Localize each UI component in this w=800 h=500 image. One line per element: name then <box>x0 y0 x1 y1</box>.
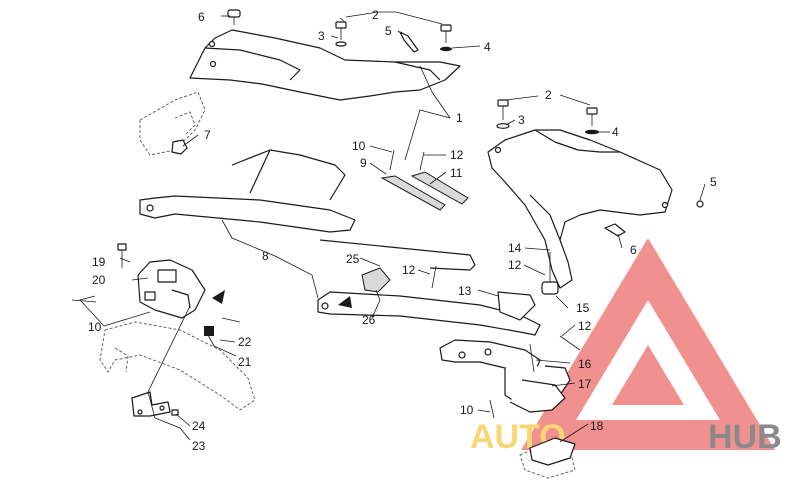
right-lower-bracket <box>439 291 576 479</box>
hardware-items <box>117 9 704 419</box>
callout-10: 10 <box>460 403 474 417</box>
callout-10: 10 <box>88 320 102 334</box>
callout-19: 19 <box>92 255 106 269</box>
callout-24: 24 <box>192 419 206 433</box>
callout-7: 7 <box>204 128 211 142</box>
trim-strips <box>380 171 469 211</box>
callout-2: 2 <box>372 8 379 22</box>
callout-25: 25 <box>346 252 360 266</box>
callout-6: 6 <box>630 243 637 257</box>
callout-10: 10 <box>352 139 366 153</box>
callout-8: 8 <box>262 249 269 263</box>
bolt-2-left <box>335 21 347 29</box>
callout-5: 5 <box>385 24 392 38</box>
watermark-text-hub: HUB <box>708 418 782 456</box>
callout-9: 9 <box>360 156 367 170</box>
callout-12: 12 <box>578 319 592 333</box>
right-fairing-panel <box>487 129 673 289</box>
callout-16: 16 <box>578 357 592 371</box>
callout-26: 26 <box>362 313 376 327</box>
callout-15: 15 <box>576 301 590 315</box>
callout-21: 21 <box>238 355 252 369</box>
callout-11: 11 <box>450 166 463 180</box>
callout-13: 13 <box>458 284 472 298</box>
callout-3: 3 <box>318 29 325 43</box>
callout-12: 12 <box>508 258 522 272</box>
watermark-triangle-core <box>612 345 684 405</box>
lower-rail-assembly <box>139 149 356 233</box>
callout-3: 3 <box>518 113 525 127</box>
callout-23: 23 <box>192 439 206 453</box>
left-bracket-plate <box>99 259 256 417</box>
callout-5: 5 <box>710 175 717 189</box>
callout-18: 18 <box>590 419 604 433</box>
leader-lines <box>71 11 706 443</box>
callout-4: 4 <box>484 40 491 54</box>
automotohub-watermark: AUTO MOTO HUB <box>470 238 782 456</box>
callout-6: 6 <box>198 10 205 24</box>
callout-22: 22 <box>238 335 252 349</box>
bolt-2-rp-right <box>586 107 598 115</box>
callout-labels: 6 2 3 5 4 1 2 3 4 5 6 7 8 9 10 12 11 25 … <box>88 8 717 453</box>
center-crossbar <box>317 239 541 336</box>
bolt-2-rp-left <box>497 99 509 107</box>
callout-14: 14 <box>508 241 522 255</box>
callout-17: 17 <box>578 377 592 391</box>
callout-1: 1 <box>456 111 463 125</box>
bolt-2-right <box>440 24 452 32</box>
upper-left-fairing-panel <box>139 29 461 156</box>
watermark-text-moto: MOTO <box>568 418 669 456</box>
callout-12: 12 <box>402 263 416 277</box>
callout-2: 2 <box>545 88 552 102</box>
callout-12: 12 <box>450 148 464 162</box>
callout-20: 20 <box>92 273 106 287</box>
callout-4: 4 <box>612 125 619 139</box>
